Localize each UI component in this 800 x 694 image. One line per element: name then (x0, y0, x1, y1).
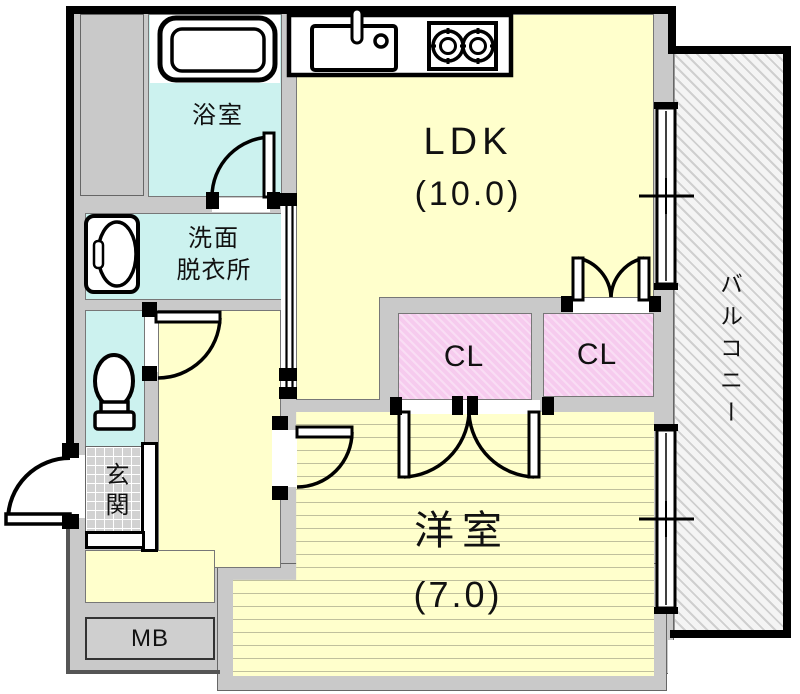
meter-box-label: MB (131, 625, 169, 652)
outer-wall-top (66, 6, 676, 14)
western-door-opening (272, 430, 297, 487)
entrance-door-symbol (4, 443, 79, 529)
balcony-wall-top (670, 46, 791, 54)
entrance-door-opening (66, 455, 85, 518)
bathtub-icon (157, 15, 278, 83)
outer-wall-left (66, 6, 74, 458)
washroom-label-line1: 洗面 (188, 225, 240, 252)
ldk-balcony-window (639, 102, 694, 290)
western-room-door-symbol (272, 416, 354, 500)
closet-right-door-opening (573, 298, 649, 313)
pipe-space (80, 14, 144, 196)
ldk-label: LDK (423, 121, 513, 163)
ldk-size-label: (10.0) (414, 175, 522, 213)
balcony-label: バルコニー (716, 272, 743, 432)
entrance-label: 玄関 (101, 462, 128, 522)
toilet-door-symbol (142, 302, 222, 381)
washbasin-icon (84, 214, 140, 294)
balcony-wall-right (783, 46, 791, 638)
washroom-label-line2: 脱衣所 (176, 257, 252, 284)
closet-right-area (543, 313, 654, 397)
meter-box (85, 617, 215, 660)
balcony-wall-bottom (670, 630, 791, 638)
bath-door-opening (212, 198, 270, 212)
western-balcony-window (639, 424, 694, 614)
western-room-label: 洋室 (414, 509, 510, 553)
entrance-step-bottom (85, 531, 145, 549)
closet-left-label: CL (443, 340, 485, 373)
entrance-tile (85, 446, 143, 533)
western-room-area (233, 412, 654, 676)
bathroom-label: 浴室 (192, 102, 244, 129)
closet-right-doors-symbol (561, 256, 661, 312)
toilet-door-opening (145, 317, 158, 372)
bath-door-symbol (206, 131, 280, 209)
closet-left-doors-symbol (390, 396, 554, 479)
outer-wall-bottom-line (66, 670, 220, 674)
western-room-size-label: (7.0) (413, 574, 503, 615)
closet-right-label: CL (576, 338, 618, 371)
closet-left-area (398, 313, 532, 400)
corner-mask (668, 640, 680, 694)
hall-ldk-partition (279, 193, 297, 399)
outer-wall-left-lower-line (66, 518, 70, 674)
entrance-step-right (141, 442, 158, 552)
stove-icon (427, 21, 498, 71)
ldk-lower-column (296, 297, 380, 400)
toilet-icon (93, 353, 136, 431)
outer-wall-right (668, 6, 676, 54)
